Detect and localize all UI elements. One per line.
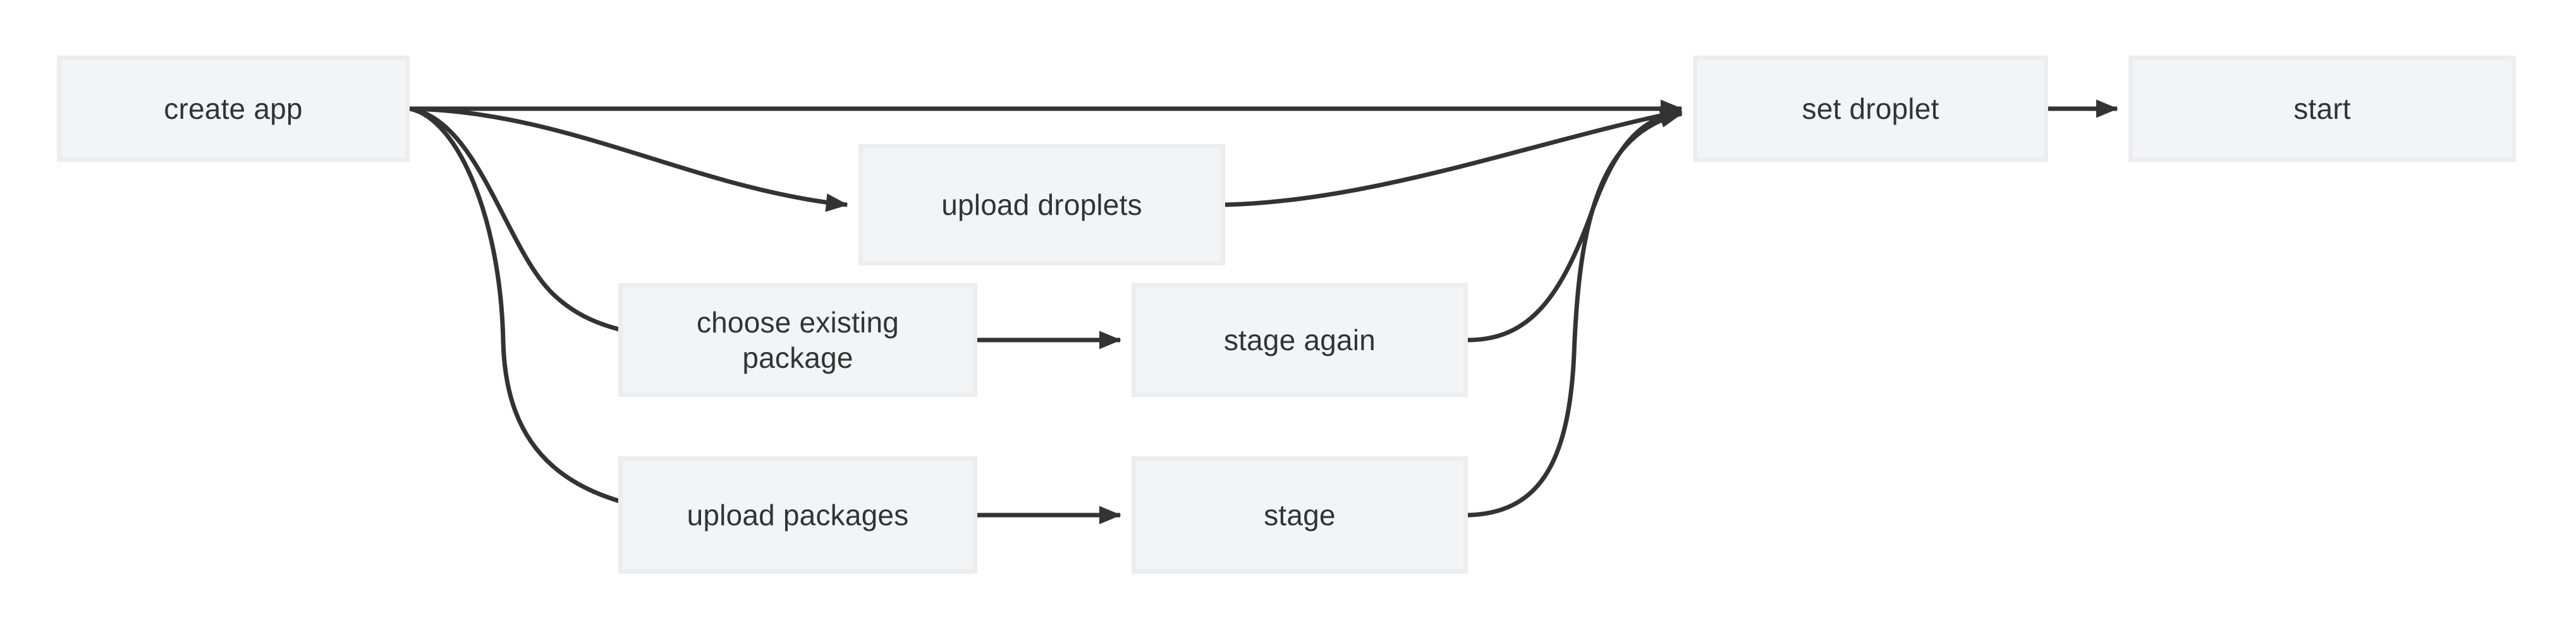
- edge-create-app-to-upload-droplets: [409, 106, 848, 212]
- node-stage-again[interactable]: stage again: [1132, 283, 1468, 397]
- edge-stage-to-set-droplet: [1467, 109, 1683, 518]
- node-label: start: [2293, 92, 2351, 125]
- edge-stage-again-to-set-droplet: [1467, 106, 1683, 343]
- node-label: stage: [1264, 498, 1336, 532]
- node-choose-existing-package[interactable]: choose existing package: [618, 283, 977, 397]
- node-create-app[interactable]: create app: [57, 56, 410, 162]
- node-label: set droplet: [1802, 92, 1939, 125]
- node-label: upload packages: [687, 498, 909, 532]
- edge-upload-droplets-to-set-droplet: [1224, 106, 1683, 207]
- node-label: stage again: [1223, 323, 1376, 356]
- node-label: create app: [164, 92, 303, 125]
- node-label: upload droplets: [941, 188, 1142, 221]
- node-label: choose existing package: [696, 305, 900, 374]
- node-start[interactable]: start: [2128, 56, 2516, 162]
- node-set-droplet[interactable]: set droplet: [1693, 56, 2048, 162]
- node-stage[interactable]: stage: [1132, 456, 1468, 574]
- node-upload-packages[interactable]: upload packages: [618, 456, 977, 574]
- node-upload-droplets[interactable]: upload droplets: [858, 144, 1225, 265]
